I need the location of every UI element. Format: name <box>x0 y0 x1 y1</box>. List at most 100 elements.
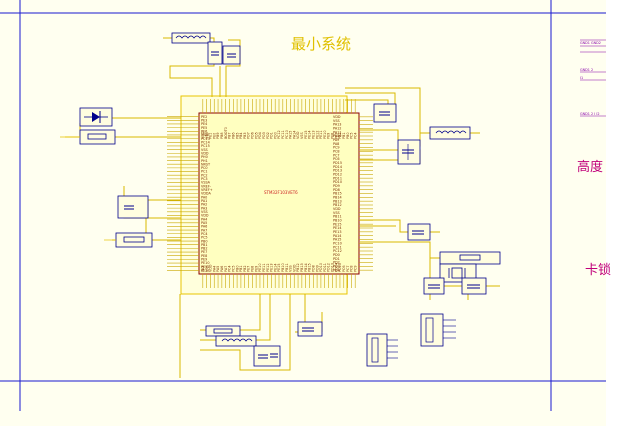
mcu-pin-top-label: PB6 <box>231 132 235 139</box>
mcu-pin-bottom-label: PB12 <box>296 263 300 272</box>
mcu-pin-left-label: PC5 <box>201 236 208 240</box>
mcu-pin-bottom-label: PE7 <box>247 266 251 272</box>
mcu-pin-top-label: PB9 <box>216 132 220 139</box>
resistor-r1[interactable] <box>79 129 116 145</box>
mcu-pin-left-label: NRST <box>201 162 211 166</box>
mcu-pin-right-label: PA10 <box>333 134 341 138</box>
mcu-pin-right-label: PC8 <box>333 150 340 154</box>
sheet-frame <box>0 0 606 411</box>
mcu-pin-left-label: PE7 <box>201 250 207 254</box>
inductor-l2[interactable] <box>429 126 471 140</box>
mcu-pin-right-label: PC12 <box>333 249 342 253</box>
mcu-pin-bottom-label: PB1 <box>239 265 243 272</box>
mcu-pin-right-label: PD2 <box>333 261 340 265</box>
inductor-l3[interactable] <box>215 335 257 347</box>
mcu-pin-left-label: VDDA <box>201 192 211 196</box>
mcu-pin-left-label: VDD <box>201 151 209 155</box>
mcu-pin-bottom-label: PE12 <box>266 263 270 272</box>
capacitor-c2[interactable] <box>222 45 241 65</box>
mcu-pin-right-label: PD3 <box>333 265 340 269</box>
mcu-pin-left-label: VREF+ <box>201 188 213 192</box>
mcu-pin-top-label: PC10 <box>285 130 289 139</box>
mcu-pin-left-label: PA3 <box>201 206 207 210</box>
resistor-r3[interactable] <box>439 251 501 265</box>
capacitor-c9[interactable] <box>253 345 281 367</box>
mcu-pin-bottom-label: PA5 <box>216 266 220 272</box>
mcu-pin-top-label: PD5 <box>254 132 258 139</box>
mcu-pin-bottom-label: PE9 <box>254 266 258 272</box>
mcu-pin-bottom-label: PE13 <box>270 263 274 272</box>
capacitor-c5[interactable] <box>397 139 421 165</box>
mcu-pin-top-label: PE11 <box>319 130 323 139</box>
mcu-pin-left-label: VREF- <box>201 184 212 188</box>
mcu-pin-bottom-label: PA7 <box>224 266 228 272</box>
mcu-pin-bottom-label: PE10 <box>258 263 262 272</box>
mcu-pin-left-label: VSS <box>201 148 208 152</box>
mcu-pin-top-label: PD2 <box>266 132 270 139</box>
capacitor-c8[interactable] <box>461 277 487 295</box>
mcu-pin-bottom-label: PC8 <box>350 265 354 272</box>
capacitor-c1[interactable] <box>207 41 223 65</box>
mcu-pin-right-label: PD12 <box>333 173 342 177</box>
connector-j2[interactable] <box>420 313 456 347</box>
mcu-pin-right-label: PD0 <box>333 253 340 257</box>
mcu-pin-top-label: PD0 <box>273 132 277 139</box>
mcu-pin-bottom-label: VDD <box>209 264 213 272</box>
mcu-pin-right-label: PA12 <box>333 127 341 131</box>
capacitor-c3[interactable] <box>117 195 149 219</box>
mcu-pin-top-label: PA14 <box>292 131 296 139</box>
inductor-l1[interactable] <box>171 32 211 44</box>
mcu-pin-left-label: PH1 <box>201 159 208 163</box>
mcu-pin-right-label: PC6 <box>333 157 340 161</box>
mcu-pin-left-label: PA6 <box>201 225 207 229</box>
mcu-pin-bottom-label: PD9 <box>315 265 319 272</box>
mcu-pin-right-label: PA8 <box>333 142 339 146</box>
mcu-pins <box>167 99 373 288</box>
mcu-pin-top-label: PD3 <box>262 132 266 139</box>
connector-j1[interactable] <box>366 333 398 367</box>
mcu-pin-bottom-label: PD14 <box>334 263 338 272</box>
mcu-pin-bottom-label: PD15 <box>338 263 342 272</box>
mcu-pin-left-label: PE6 <box>201 129 207 133</box>
capacitor-c4[interactable] <box>373 103 397 123</box>
mcu-pin-left-label: PE12 <box>201 269 210 273</box>
mcu-pin-left-label: PE2 <box>201 115 207 119</box>
capacitor-c10[interactable] <box>297 321 323 337</box>
capacitor-c6[interactable] <box>407 223 431 241</box>
side-label-lock: 卡锁 <box>585 262 611 278</box>
mcu-pin-left-label: PC3 <box>201 177 208 181</box>
stub-wires <box>60 136 116 241</box>
mcu-pin-bottom-label: VSS <box>205 265 209 272</box>
mcu-pin-right-label: PA14 <box>333 234 341 238</box>
mcu-pin-top-label: PE14 <box>308 130 312 139</box>
mcu-pin-left-label: PA7 <box>201 228 207 232</box>
mcu-body[interactable] <box>198 112 360 275</box>
mcu-pin-right-label: VSS <box>333 211 340 215</box>
mcu-pin-top-label: VDD <box>296 131 300 139</box>
mcu-pin-left-label: PC15 <box>201 144 210 148</box>
mcu-pin-bottom-label: PD10 <box>319 263 323 272</box>
mcu-pin-left-label: PA2 <box>201 203 207 207</box>
capacitor-c7[interactable] <box>423 277 445 295</box>
crystal-y1[interactable] <box>439 263 477 283</box>
mcu-pin-left-label: PE4 <box>201 122 207 126</box>
mcu-pin-left-label: PC14 <box>201 140 210 144</box>
mcu-pin-right-label: PA13 <box>333 123 341 127</box>
mcu-pin-right-label: PB12 <box>333 203 342 207</box>
mcu-label: STM32F103VET6 <box>264 190 298 195</box>
mcu-pin-left-label: VBAT <box>201 133 211 137</box>
mcu-pin-left-label: PC4 <box>201 232 208 236</box>
resistor-r4[interactable] <box>205 325 241 337</box>
netlabel-1: GND1 GND2 <box>580 41 601 45</box>
mcu-pin-right-label: PB13 <box>333 199 342 203</box>
mcu-pin-right-label: PD9 <box>333 184 340 188</box>
sheet-title: 最小系统 <box>291 35 351 53</box>
diode-d1[interactable] <box>79 107 113 127</box>
mcu-pin-top-label: PB2 <box>338 132 342 139</box>
mcu-pin-left-label: PC1 <box>201 170 208 174</box>
resistor-r2[interactable] <box>115 232 153 248</box>
mcu-pin-left-label: PC0 <box>201 166 208 170</box>
mcu-pin-left-label: PA1 <box>201 199 207 203</box>
